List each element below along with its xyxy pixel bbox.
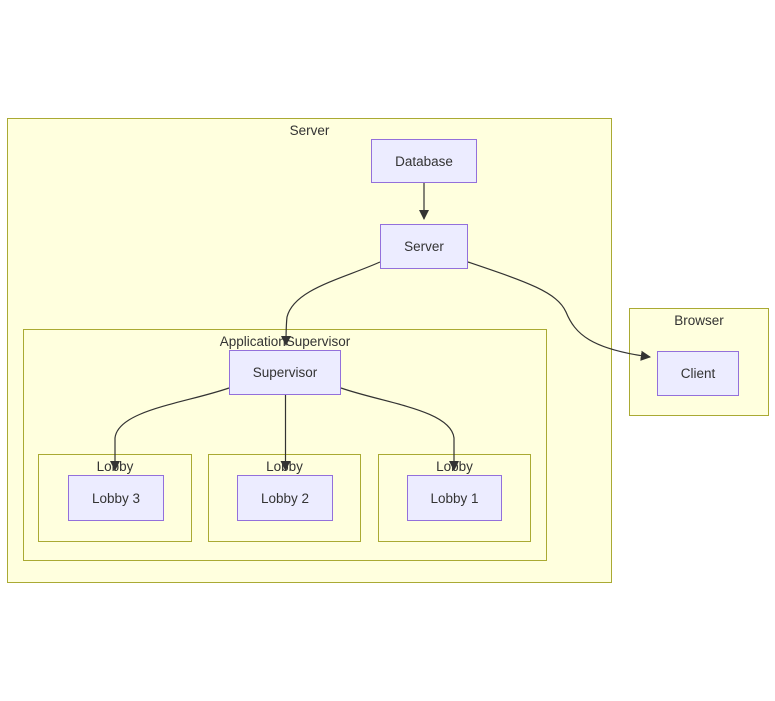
node-supervisor: Supervisor [229,350,341,395]
cluster-lobby-left-label: Lobby [96,459,134,474]
cluster-server-label: Server [289,123,330,138]
cluster-lobby-right-label: Lobby [436,459,473,474]
node-supervisor-label: Supervisor [252,365,318,380]
node-lobby3-label: Lobby 3 [91,490,141,506]
cluster-browser-label: Browser [674,313,724,328]
node-server-label: Server [404,239,444,254]
node-lobby3: Lobby 3 [68,475,164,521]
node-lobby1: Lobby 1 [407,475,502,521]
cluster-application-supervisor-label: ApplicationSupervisor [219,334,351,349]
cluster-lobby-middle-label: Lobby [266,459,303,474]
node-lobby1-label: Lobby 1 [430,490,479,506]
node-database: Database [371,139,477,183]
node-lobby2-label: Lobby 2 [260,490,310,506]
node-database-label: Database [395,153,453,169]
node-client-label: Client [680,366,716,381]
node-server: Server [380,224,468,269]
node-lobby2: Lobby 2 [237,475,333,521]
node-client: Client [657,351,739,396]
